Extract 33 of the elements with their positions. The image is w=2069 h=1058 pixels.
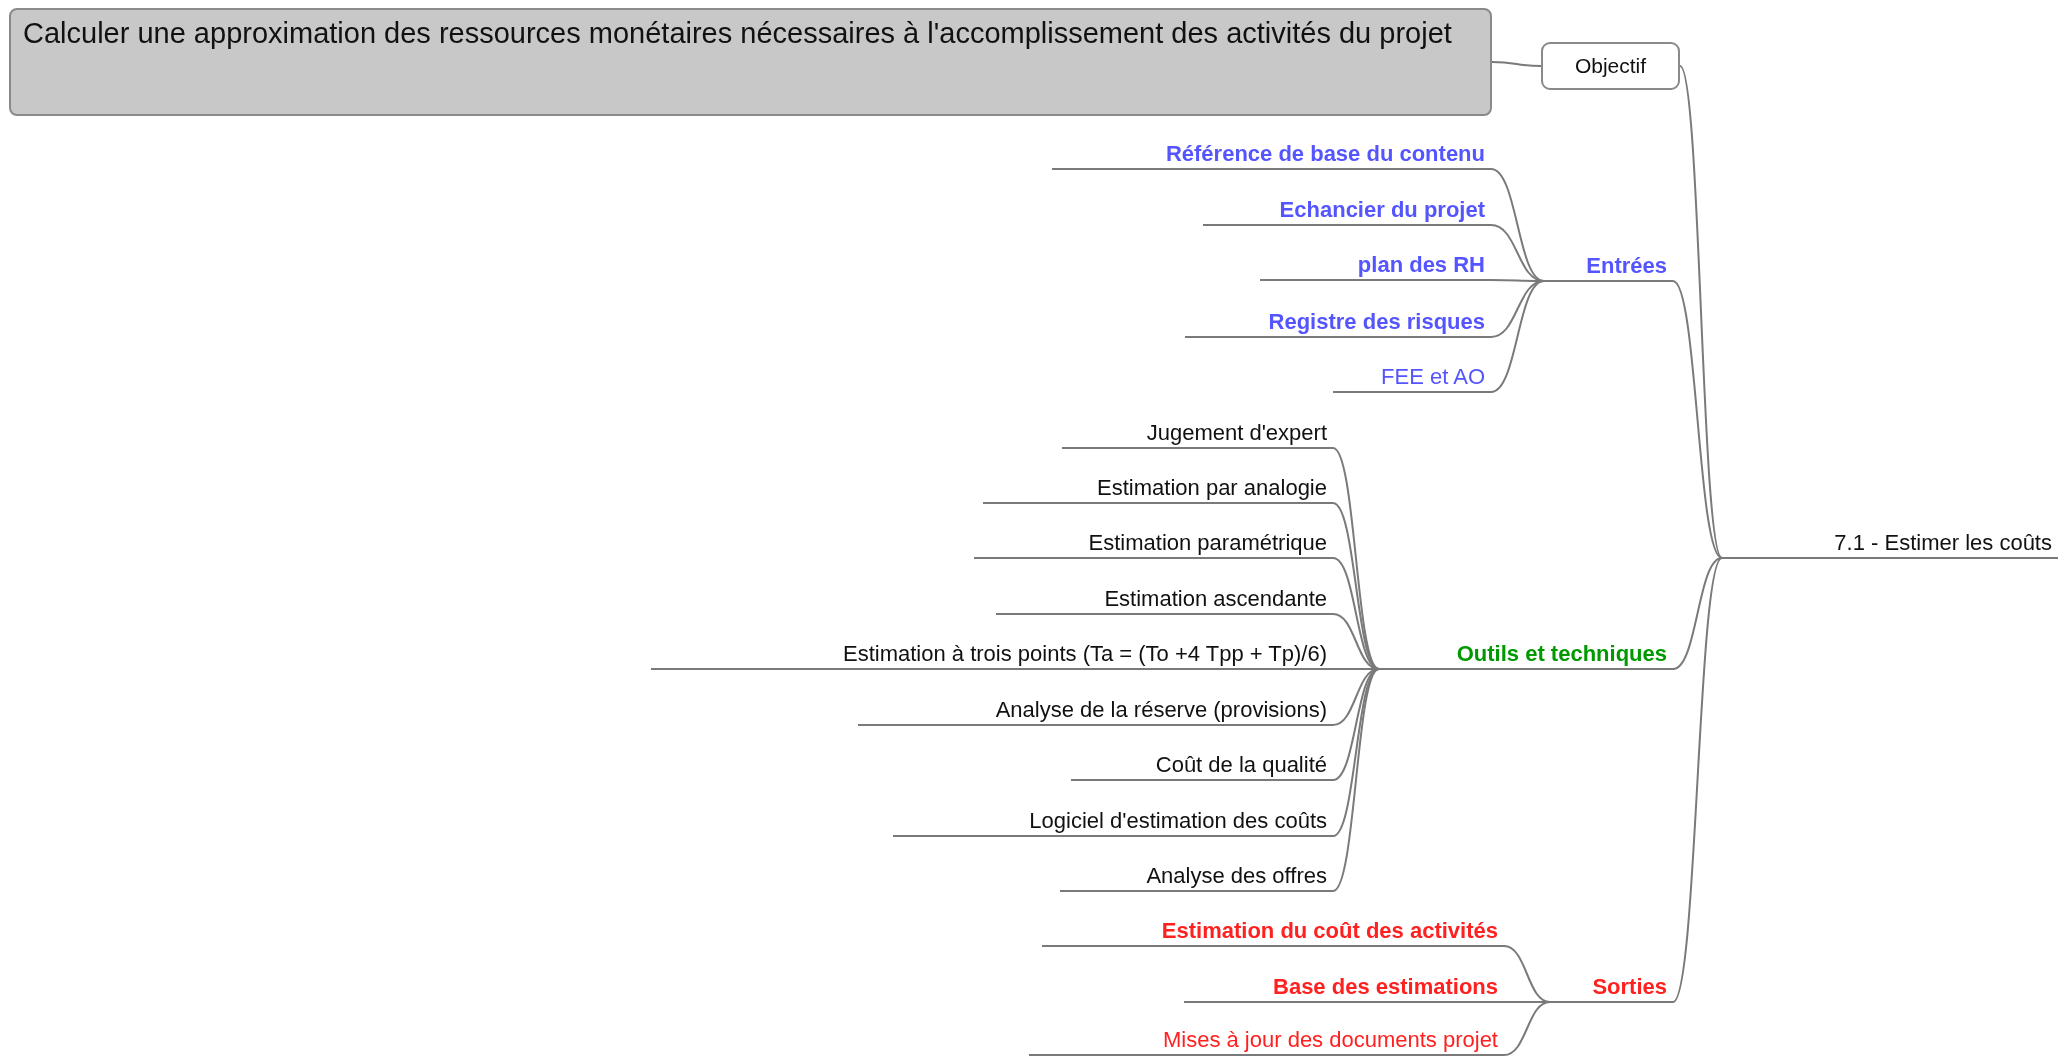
branch-topic: Estimation par analogie bbox=[983, 474, 1333, 504]
branch-label: Sorties bbox=[1550, 973, 1673, 1003]
branch-topic: Référence de base du contenu bbox=[1052, 140, 1491, 170]
connector-line bbox=[1672, 557, 1723, 670]
connector-line bbox=[1490, 280, 1545, 393]
branch-topic: plan des RH bbox=[1260, 251, 1491, 281]
connector-line bbox=[1672, 280, 1723, 559]
branch-topic: Estimation ascendante bbox=[996, 585, 1333, 615]
branch-topic: Estimation à trois points (Ta = (To +4 Tpp + Tp)/6) bbox=[651, 640, 1333, 670]
branch-topic: Analyse de la réserve (provisions) bbox=[858, 696, 1333, 726]
branch-topic: Mises à jour des documents projet bbox=[1029, 1026, 1504, 1056]
branch-topic: Analyse des offres bbox=[1060, 862, 1333, 892]
branch-topic: Registre des risques bbox=[1185, 308, 1491, 338]
connector-line bbox=[1332, 557, 1380, 670]
connector-line bbox=[1679, 65, 1723, 559]
objective-box: Calculer une approximation des ressources monétaires nécessaires à l'accomplissement des activités du projet bbox=[9, 8, 1492, 116]
connector-line bbox=[1672, 557, 1723, 1003]
branch-label: Entrées bbox=[1544, 252, 1673, 282]
branch-topic: Echancier du projet bbox=[1203, 196, 1491, 226]
branch-topic: Estimation du coût des activités bbox=[1042, 917, 1504, 947]
branch-topic: Base des estimations bbox=[1184, 973, 1504, 1003]
connector-line bbox=[1491, 61, 1542, 67]
branch-label: Outils et techniques bbox=[1379, 640, 1673, 670]
connector-line bbox=[1332, 668, 1380, 781]
central-topic: 7.1 - Estimer les coûts bbox=[1722, 529, 2058, 559]
branch-label-box: Objectif bbox=[1541, 42, 1680, 90]
branch-topic: Estimation paramétrique bbox=[974, 529, 1333, 559]
connector-line bbox=[1503, 1001, 1551, 1056]
branch-topic: Jugement d'expert bbox=[1062, 419, 1333, 449]
branch-topic: Coût de la qualité bbox=[1071, 751, 1333, 781]
branch-topic: FEE et AO bbox=[1333, 363, 1491, 393]
branch-topic: Logiciel d'estimation des coûts bbox=[893, 807, 1333, 837]
connector-line bbox=[1332, 668, 1380, 892]
